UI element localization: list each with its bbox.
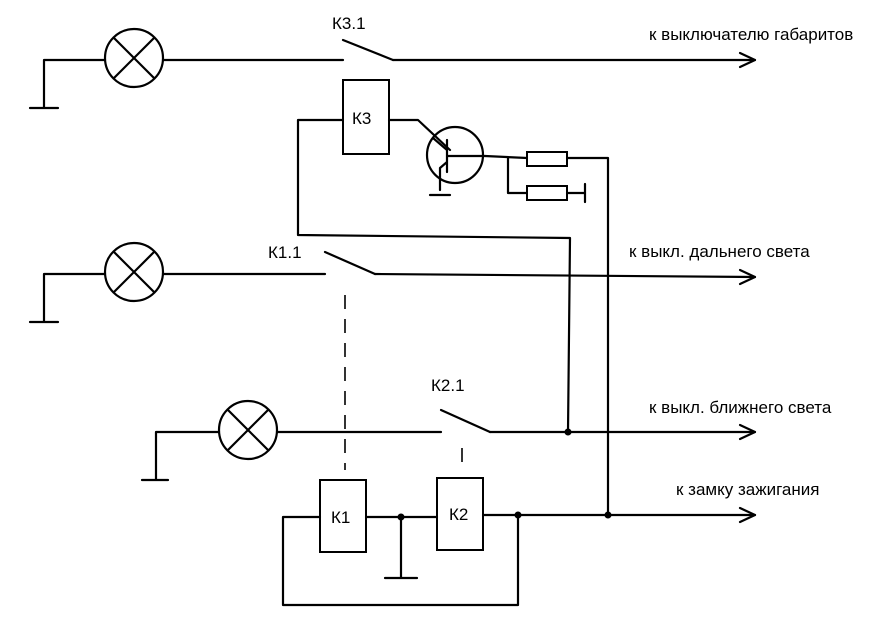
label-k3: К3 <box>352 109 371 128</box>
wire-resistor2-ground <box>565 182 587 204</box>
resistor-2 <box>526 185 568 201</box>
wire-high-beam-out <box>373 272 757 279</box>
ground-3 <box>140 430 221 482</box>
switch-k2-1 <box>439 408 492 434</box>
label-parking-lights: к выключателю габаритов <box>649 25 853 44</box>
wire-k3-to-transistor <box>387 118 452 152</box>
wire-common-ground <box>383 515 419 580</box>
relay-k1-k2-group <box>281 477 757 607</box>
label-high-beam: к выкл. дальнего света <box>629 242 810 261</box>
arrow-low-beam <box>738 423 757 441</box>
lamp-3 <box>217 399 279 461</box>
transistor <box>425 125 487 197</box>
ground-2 <box>28 272 107 324</box>
relay-k2-coil <box>436 477 484 551</box>
junction-k2-loop <box>514 511 522 519</box>
junction-low-beam <box>564 428 572 436</box>
junction-ignition <box>604 511 612 519</box>
arrow-high-beam <box>738 268 757 286</box>
label-ignition: к замку зажигания <box>676 480 819 499</box>
label-k1: К1 <box>331 508 350 527</box>
relay-k3-group <box>296 79 610 517</box>
wire-k1-loop <box>281 513 520 607</box>
arrow-parking <box>738 51 757 69</box>
wire-resistor1-to-ignition <box>565 156 610 517</box>
arrow-ignition <box>738 506 757 524</box>
label-low-beam: к выкл. ближнего света <box>649 398 832 417</box>
lamp-branch-low-beam <box>140 399 757 482</box>
label-k1-1: К1.1 <box>268 243 302 262</box>
lamp-2 <box>103 241 165 303</box>
label-k3-1: К3.1 <box>332 14 366 33</box>
wire-transistor-base <box>483 154 529 160</box>
label-k2: К2 <box>449 505 468 524</box>
relay-k3-coil <box>342 79 390 155</box>
resistor-1 <box>526 151 568 167</box>
wire-k3-left <box>296 118 572 434</box>
ground-1 <box>28 58 107 110</box>
lamp-branch-high-beam <box>28 241 757 324</box>
label-k2-1: К2.1 <box>431 376 465 395</box>
switch-k1-1 <box>323 250 377 276</box>
switch-k3-1 <box>341 38 395 62</box>
wire-to-resistor-2 <box>506 156 529 195</box>
lamp-branch-parking <box>28 27 757 110</box>
lamp-1 <box>103 27 165 89</box>
junction-k1-k2 <box>397 513 405 521</box>
